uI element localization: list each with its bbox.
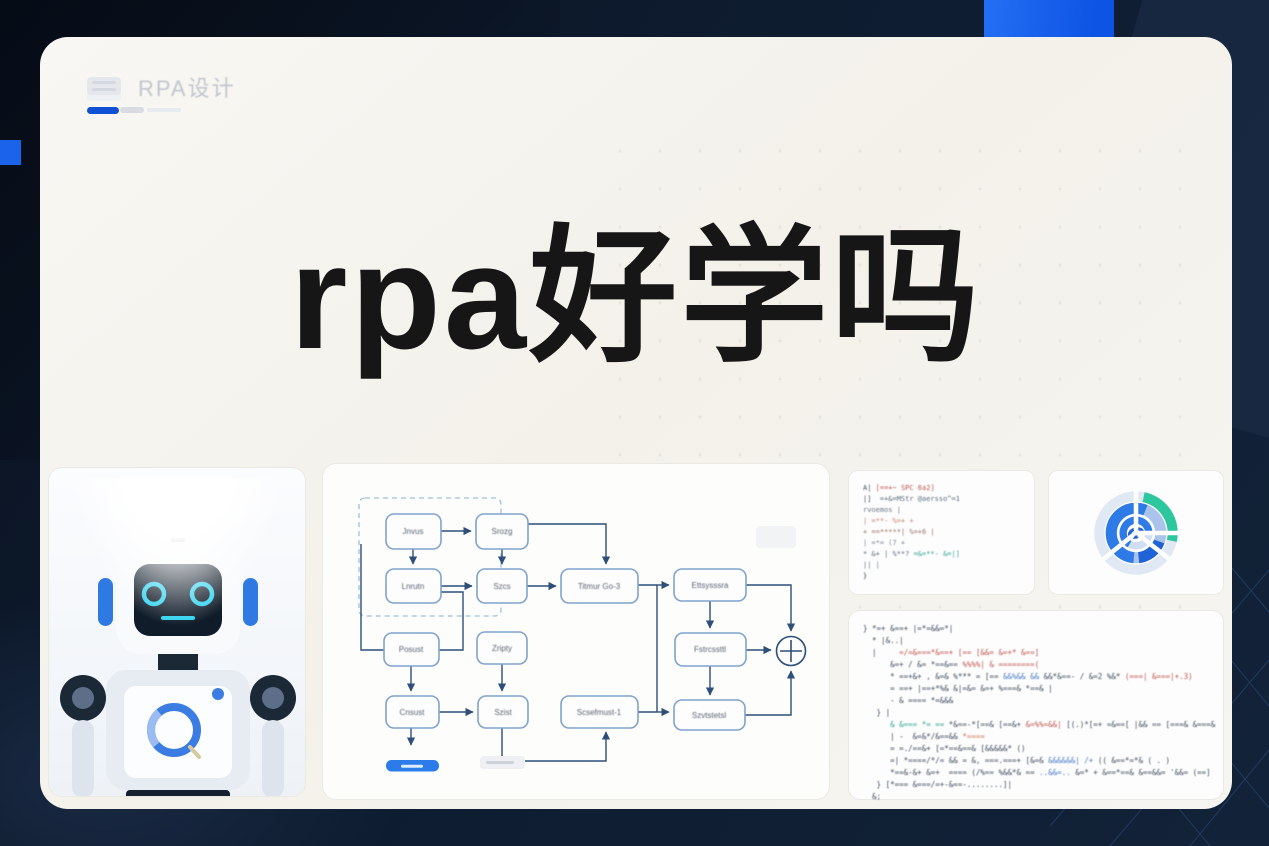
code-line: &=+ / &= *==&== %%%%| & ========( — [863, 660, 1040, 669]
code-line: || | — [863, 561, 880, 569]
logo-card — [1048, 470, 1224, 595]
code-line: rvoemos | — [863, 506, 901, 514]
code-line: * &+ | %**? =&=**- &=|] — [863, 550, 960, 558]
code-card-top: A| [==+~ SPC 6a2] |] =+&=MStr @aersso^=1 r… — [848, 470, 1035, 595]
flow-run-button[interactable] — [386, 760, 439, 772]
progress-bar-fill — [87, 107, 119, 114]
code-line: } [*=== &===/=+-&==-........]| — [863, 780, 1013, 789]
segmented-circle-logo-icon — [1094, 486, 1185, 575]
code-line: - & ==== *=&&& — [863, 696, 954, 705]
flow-node-label: Zripty — [492, 644, 512, 653]
bg-blue-band — [984, 0, 1114, 44]
code-card-bottom: } *=+ &==+ |=*=&&=*| * |&..| | =/=&===*&… — [848, 610, 1224, 803]
code-line: = ==+ |==+*%& &|=&= &=+ %===& *==& | — [863, 684, 1053, 693]
flow-nodes: Jnvus Srozg Lnrutn Szcs Titmur Go-3 Posu… — [383, 513, 747, 731]
flow-node-label: Lnrutn — [402, 582, 425, 591]
app-name: RPA设计 — [138, 76, 236, 101]
flow-node-label: Titmur Go-3 — [578, 582, 621, 591]
code-line: | =*= (7 + — [863, 539, 906, 547]
panel-sheen — [63, 478, 293, 628]
flow-node-label: Szcs — [493, 582, 510, 591]
code-line: *==&-&+ &=+ ==== (/%== %&&*& == ..&&=.. … — [863, 768, 1211, 777]
page-title: rpa好学吗 — [289, 215, 983, 380]
code-line: &; — [863, 792, 882, 801]
slide-card: RPA设计 rpa好学吗 — [40, 37, 1232, 809]
code-line: = =./==&+ [=*==&==& [&&&&&* () — [863, 744, 1026, 753]
flow-node-label: Ettsysssra — [692, 581, 729, 590]
code-line: | =/=&===*&==+ [== [&&= &=+* &==] — [863, 648, 1040, 657]
hamburger-lines-icon — [87, 77, 121, 101]
code-line: * |&..| — [863, 636, 904, 645]
ghost-chip — [756, 526, 796, 548]
ghost-pill — [480, 756, 525, 769]
code-line: } *=+ &==+ |=*=&&=*| — [863, 624, 954, 633]
flow-node-label: Scsefmust-1 — [577, 708, 622, 717]
code-line: & &=== *= == *&==-*[==& [==&+ &=%%=&&| [… — [890, 720, 1216, 729]
flow-node-label: Srozg — [492, 527, 513, 536]
sum-junction-icon — [775, 635, 807, 667]
code-line: * ==+&+ , &=& %*** = [== &&%&& && &&*&==… — [863, 672, 1193, 681]
flow-node-label: Jnvus — [403, 527, 424, 536]
flow-node-label: Fstrcssttl — [694, 645, 726, 654]
flow-node-label: Cnsust — [400, 708, 426, 717]
code-line: | - &=&*/&==&& *==== — [863, 732, 985, 741]
code-block: } *=+ &==+ |=*=&&=*| * |&..| | =/=&===*&… — [849, 611, 1223, 803]
progress-bar-track — [120, 107, 144, 113]
flow-node-label: Szvtstetsl — [692, 711, 726, 720]
flow-node-label: Szist — [494, 708, 512, 717]
code-block: A| [==+~ SPC 6a2] |] =+&=MStr @aersso^=1 r… — [849, 471, 1034, 582]
flowchart-panel: Jnvus Srozg Lnrutn Szcs Titmur Go-3 Posu… — [322, 463, 830, 800]
code-line: |] =+&=MStr @aersso^=1 — [863, 495, 960, 503]
robot-panel — [48, 467, 306, 797]
code-line: =| *====/*/= && = &, ===.===+ [&=& &&&&&… — [863, 756, 1171, 765]
code-line: A| [==+~ SPC 6a2] — [863, 484, 935, 492]
code-line: + ==*****| %=+6 | — [863, 528, 935, 536]
code-line: } — [863, 572, 868, 580]
flow-node-label: Posust — [399, 645, 424, 654]
flowchart-diagram: Jnvus Srozg Lnrutn Szcs Titmur Go-3 Posu… — [358, 497, 807, 772]
code-line: } | — [863, 708, 891, 717]
code-line: | =**- %=+ + — [863, 517, 914, 525]
flow-connectors — [360, 523, 796, 762]
bg-blue-chip — [0, 140, 21, 165]
progress-bar-track — [147, 108, 181, 112]
